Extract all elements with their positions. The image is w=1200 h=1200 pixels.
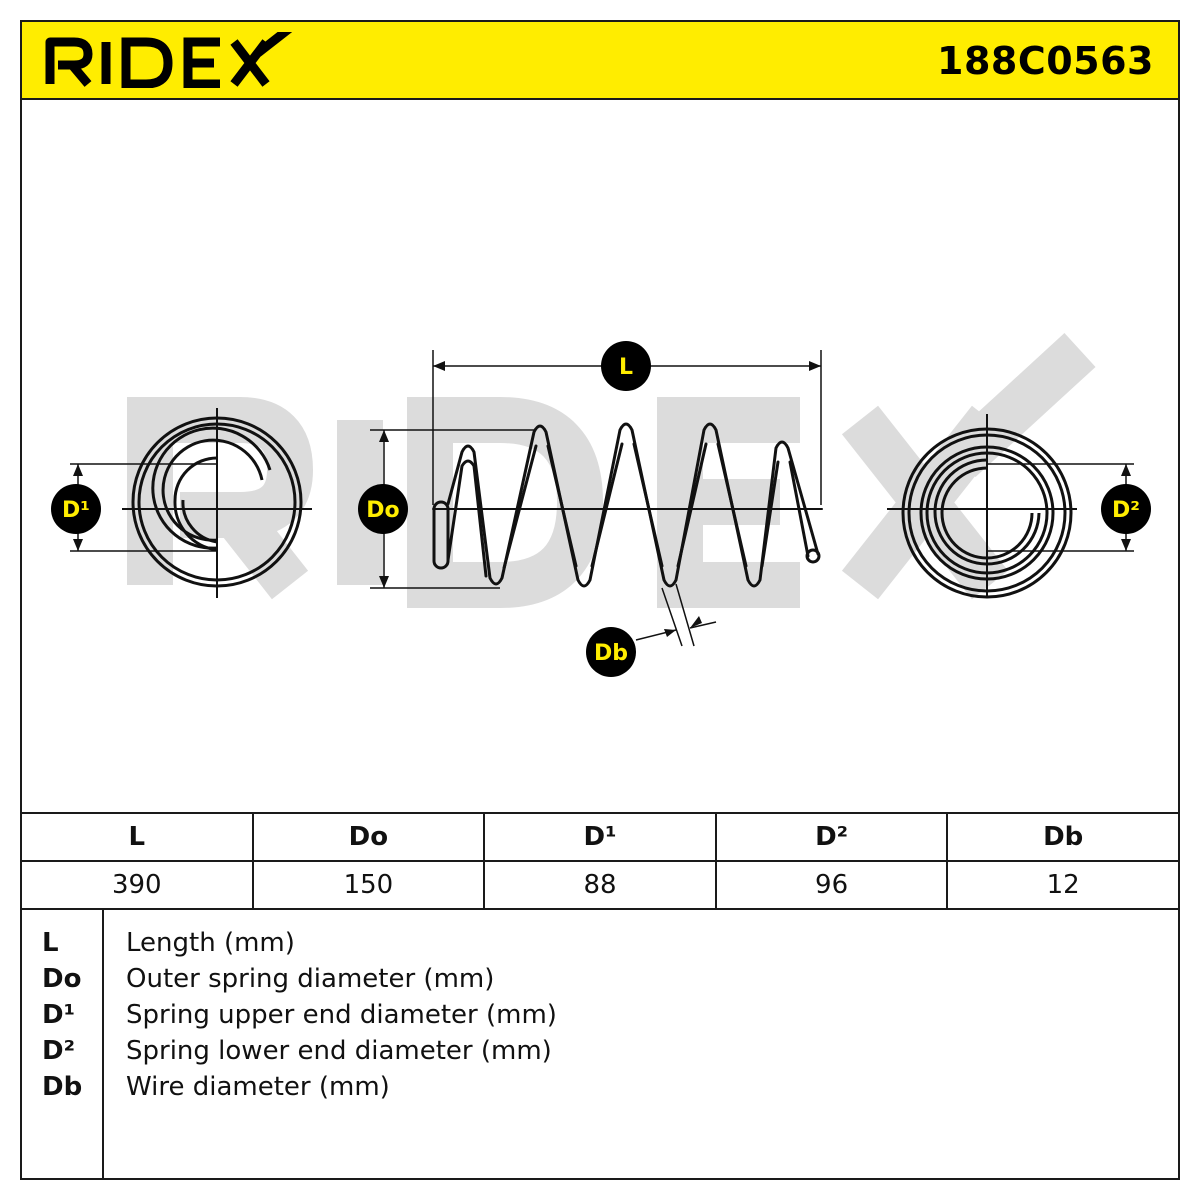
legend-key: Do <box>42 964 82 994</box>
legend-description: Spring lower end diameter (mm) <box>126 1036 552 1066</box>
spec-header-row: L Do D¹ D² Db <box>20 812 1180 862</box>
legend-item: L Length (mm) <box>22 928 1172 964</box>
legend-item: Do Outer spring diameter (mm) <box>22 964 1172 1000</box>
ridex-logo <box>45 32 293 88</box>
spring-side-view <box>432 422 823 588</box>
header-band: 188C0563 <box>20 20 1180 100</box>
badge-outer-diameter: Do <box>358 484 408 534</box>
wire-diameter-dimension <box>635 583 717 647</box>
svg-text:L: L <box>619 355 633 380</box>
legend-divider <box>102 910 104 1178</box>
spec-value-cell: 150 <box>251 860 486 910</box>
spec-value-cell: 12 <box>946 860 1180 910</box>
spec-header-cell: D¹ <box>483 812 717 862</box>
legend-item: D² Spring lower end diameter (mm) <box>22 1036 1172 1072</box>
legend-key: D² <box>42 1036 75 1066</box>
spec-header-cell: L <box>20 812 254 862</box>
upper-end-view <box>70 408 312 598</box>
legend-key: D¹ <box>42 1000 75 1030</box>
legend-description: Wire diameter (mm) <box>126 1072 390 1102</box>
badge-length: L <box>601 341 651 391</box>
legend-key: L <box>42 928 59 958</box>
legend-description: Spring upper end diameter (mm) <box>126 1000 557 1030</box>
badge-upper-end: D¹ <box>51 484 101 534</box>
spec-value-row: 390 150 88 96 12 <box>20 860 1180 910</box>
spec-value-cell: 390 <box>20 860 254 910</box>
legend-description: Outer spring diameter (mm) <box>126 964 495 994</box>
svg-text:Db: Db <box>594 641 628 666</box>
spec-value-cell: 96 <box>714 860 949 910</box>
spec-table: L Do D¹ D² Db 390 150 88 96 12 <box>20 812 1180 910</box>
spec-header-cell: D² <box>714 812 949 862</box>
part-number: 188C0563 <box>937 39 1154 83</box>
badge-lower-end: D² <box>1101 484 1151 534</box>
legend: L Length (mm) Do Outer spring diameter (… <box>20 910 1180 1180</box>
svg-text:Do: Do <box>366 498 399 523</box>
badge-wire: Db <box>586 627 636 677</box>
legend-item: Db Wire diameter (mm) <box>22 1072 1172 1108</box>
legend-item: D¹ Spring upper end diameter (mm) <box>22 1000 1172 1036</box>
spec-header-cell: Db <box>946 812 1180 862</box>
legend-key: Db <box>42 1072 83 1102</box>
spec-header-cell: Do <box>251 812 486 862</box>
svg-text:D²: D² <box>1112 498 1140 523</box>
spec-value-cell: 88 <box>483 860 717 910</box>
svg-text:D¹: D¹ <box>62 498 90 523</box>
legend-description: Length (mm) <box>126 928 295 958</box>
